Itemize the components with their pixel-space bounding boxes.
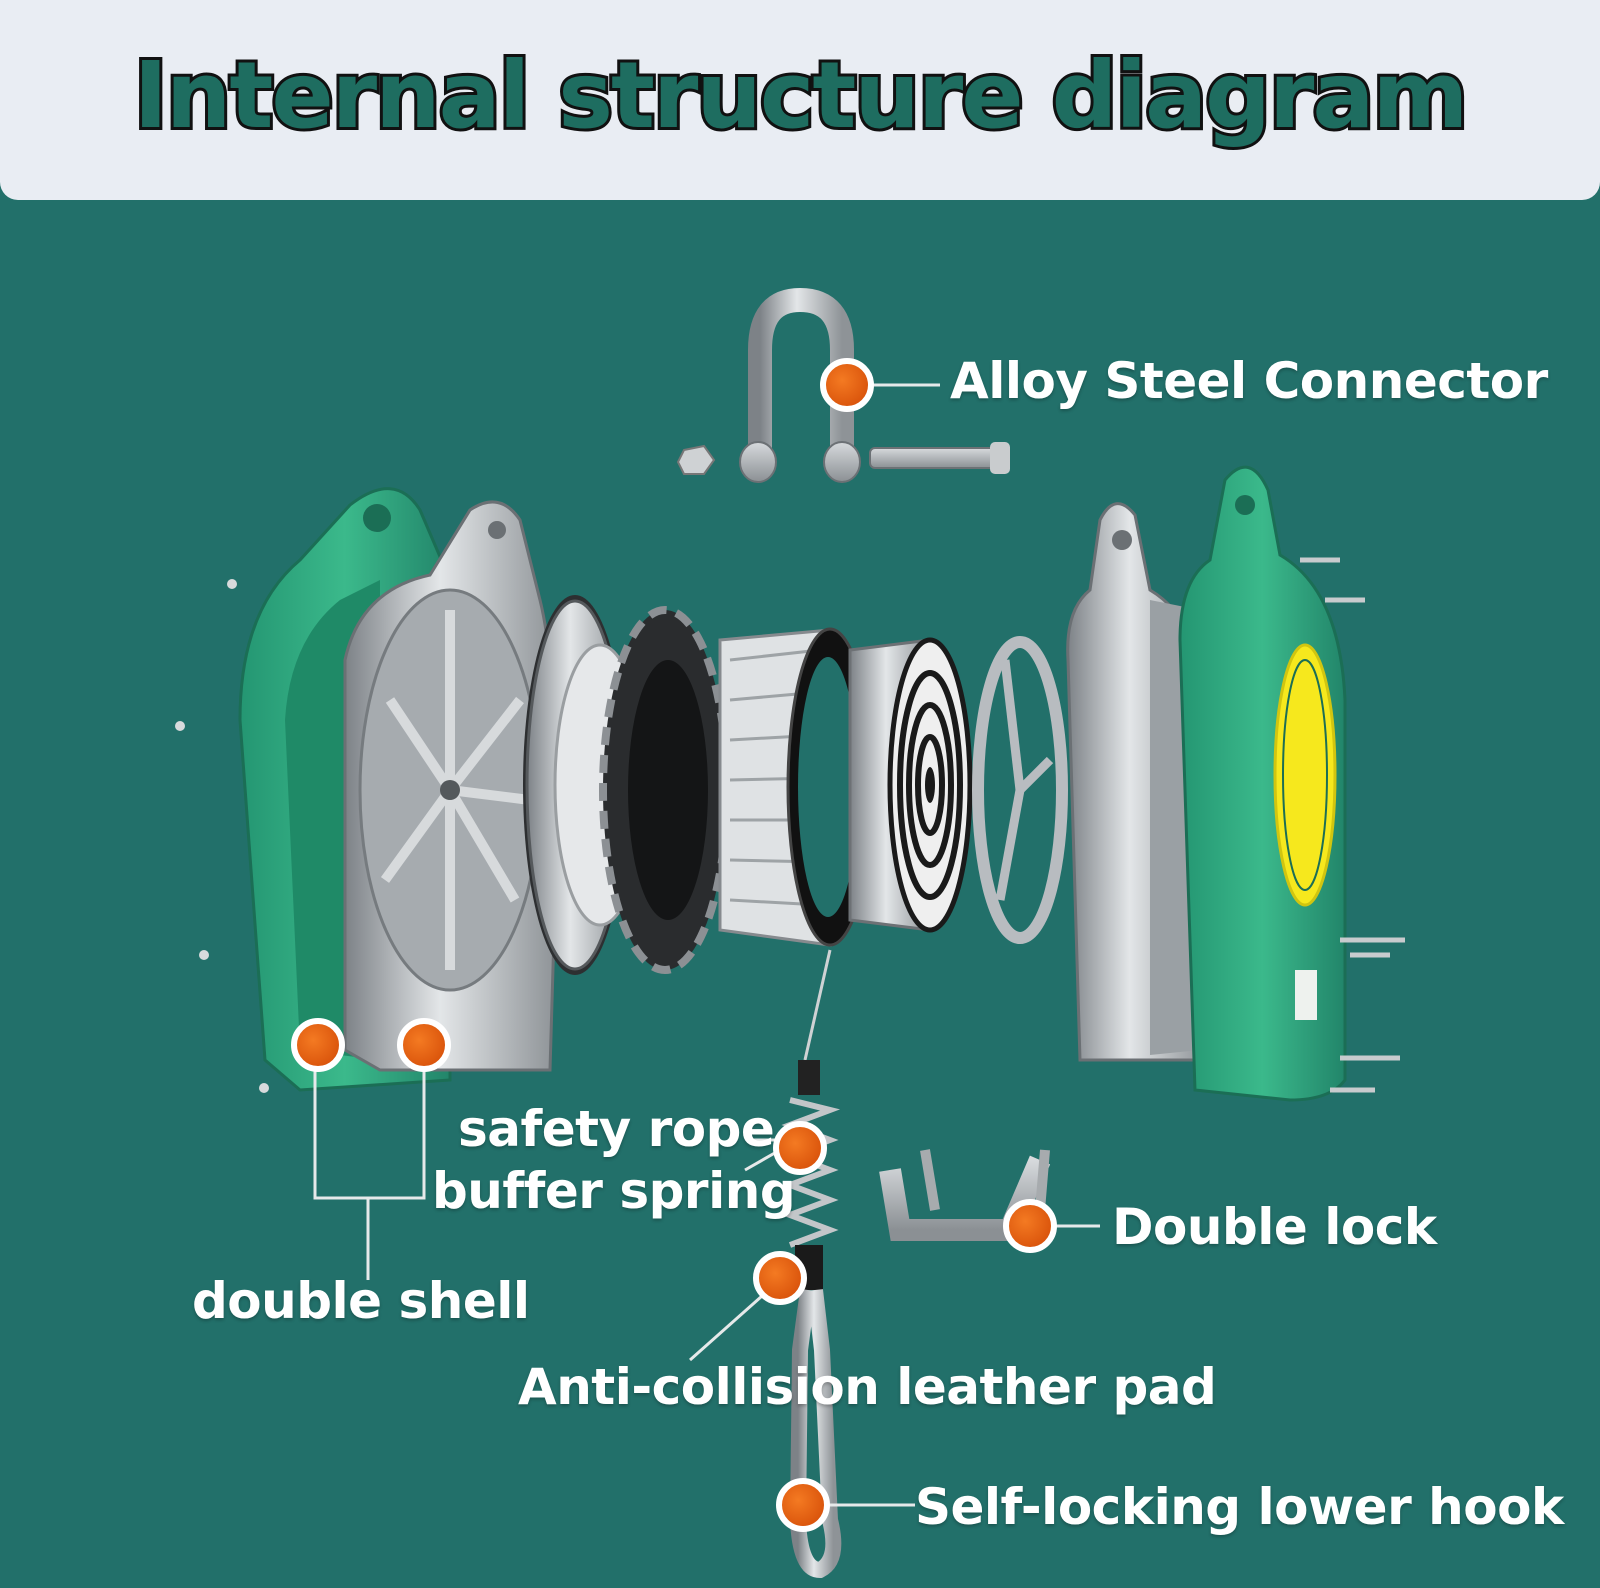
label-alloy-steel-connector: Alloy Steel Connector [950,352,1548,410]
left-inner-shell-part [343,500,558,1072]
coil-spring-part [848,637,973,933]
diagram-title: Internal structure diagram [131,39,1472,152]
marker-shell-outer [291,1018,345,1072]
label-buffer-spring: buffer spring [432,1162,796,1220]
screws-left [175,579,269,1093]
right-shell-part [1178,465,1347,1102]
callout-markers [291,358,1057,1532]
marker-lock [1003,1199,1057,1253]
label-double-lock: Double lock [1112,1198,1437,1256]
label-double-shell: double shell [192,1272,530,1330]
screws-right [1300,557,1405,1093]
marker-connector [820,358,874,412]
header-banner: Internal structure diagram [0,0,1600,200]
marker-shell-inner [397,1018,451,1072]
label-self-locking-hook: Self-locking lower hook [915,1478,1564,1536]
marker-hook [776,1478,830,1532]
shackle-part [676,287,1010,483]
marker-rope [773,1121,827,1175]
marker-pad [753,1251,807,1305]
wheel-plate-part [972,636,1068,944]
ratchet-gear-part [599,606,731,974]
double-lock-part [879,1149,1051,1241]
label-safety-rope: safety rope [458,1100,775,1158]
label-anti-collision-pad: Anti-collision leather pad [518,1358,1217,1416]
